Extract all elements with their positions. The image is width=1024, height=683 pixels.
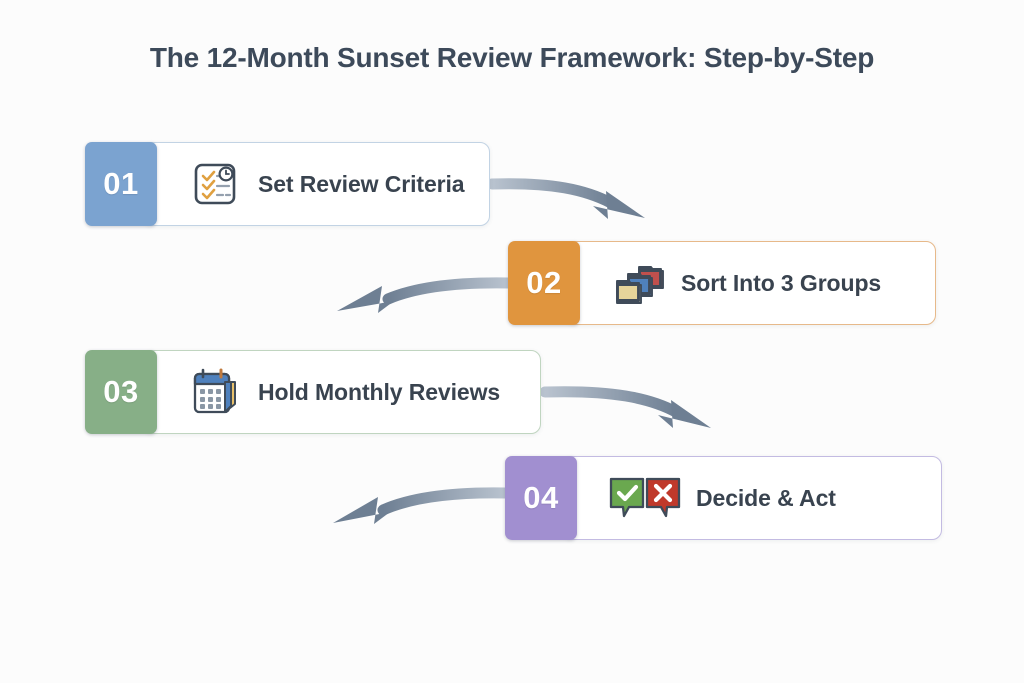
step-card-01[interactable]: Set Review Criteria: [143, 142, 490, 226]
step-card-03[interactable]: Hold Monthly Reviews: [143, 350, 541, 434]
step-card-02[interactable]: Sort Into 3 Groups: [566, 241, 936, 325]
step-label-02: Sort Into 3 Groups: [681, 269, 882, 296]
step-badge-02: 02: [508, 241, 580, 325]
step-row-03: Hold Monthly Reviews 03: [85, 350, 541, 434]
step-badge-01: 01: [85, 142, 157, 226]
step-label-03: Hold Monthly Reviews: [258, 378, 501, 405]
calendar-icon: [188, 364, 244, 420]
step-row-01: Set Review Criteria 01: [85, 142, 490, 226]
approve-reject-bubbles-icon: [608, 470, 682, 526]
step-label-01: Set Review Criteria: [258, 170, 465, 197]
checklist-clock-icon: [188, 156, 244, 212]
step-badge-04: 04: [505, 456, 577, 540]
page-title: The 12-Month Sunset Review Framework: St…: [149, 42, 875, 73]
arrow-step4-onward: [333, 487, 511, 524]
stacked-folders-icon: [611, 255, 667, 311]
step-badge-03: 03: [85, 350, 157, 434]
arrow-step3-to-step4: [539, 386, 711, 428]
step-card-04[interactable]: Decide & Act: [563, 456, 942, 540]
step-row-04: Decide & Act 04: [505, 456, 942, 540]
step-row-02: Sort Into 3 Groups 02: [508, 241, 936, 325]
step-label-04: Decide & Act: [696, 484, 836, 511]
arrow-step1-to-step2: [486, 178, 645, 219]
arrow-step2-to-step3: [337, 277, 514, 313]
